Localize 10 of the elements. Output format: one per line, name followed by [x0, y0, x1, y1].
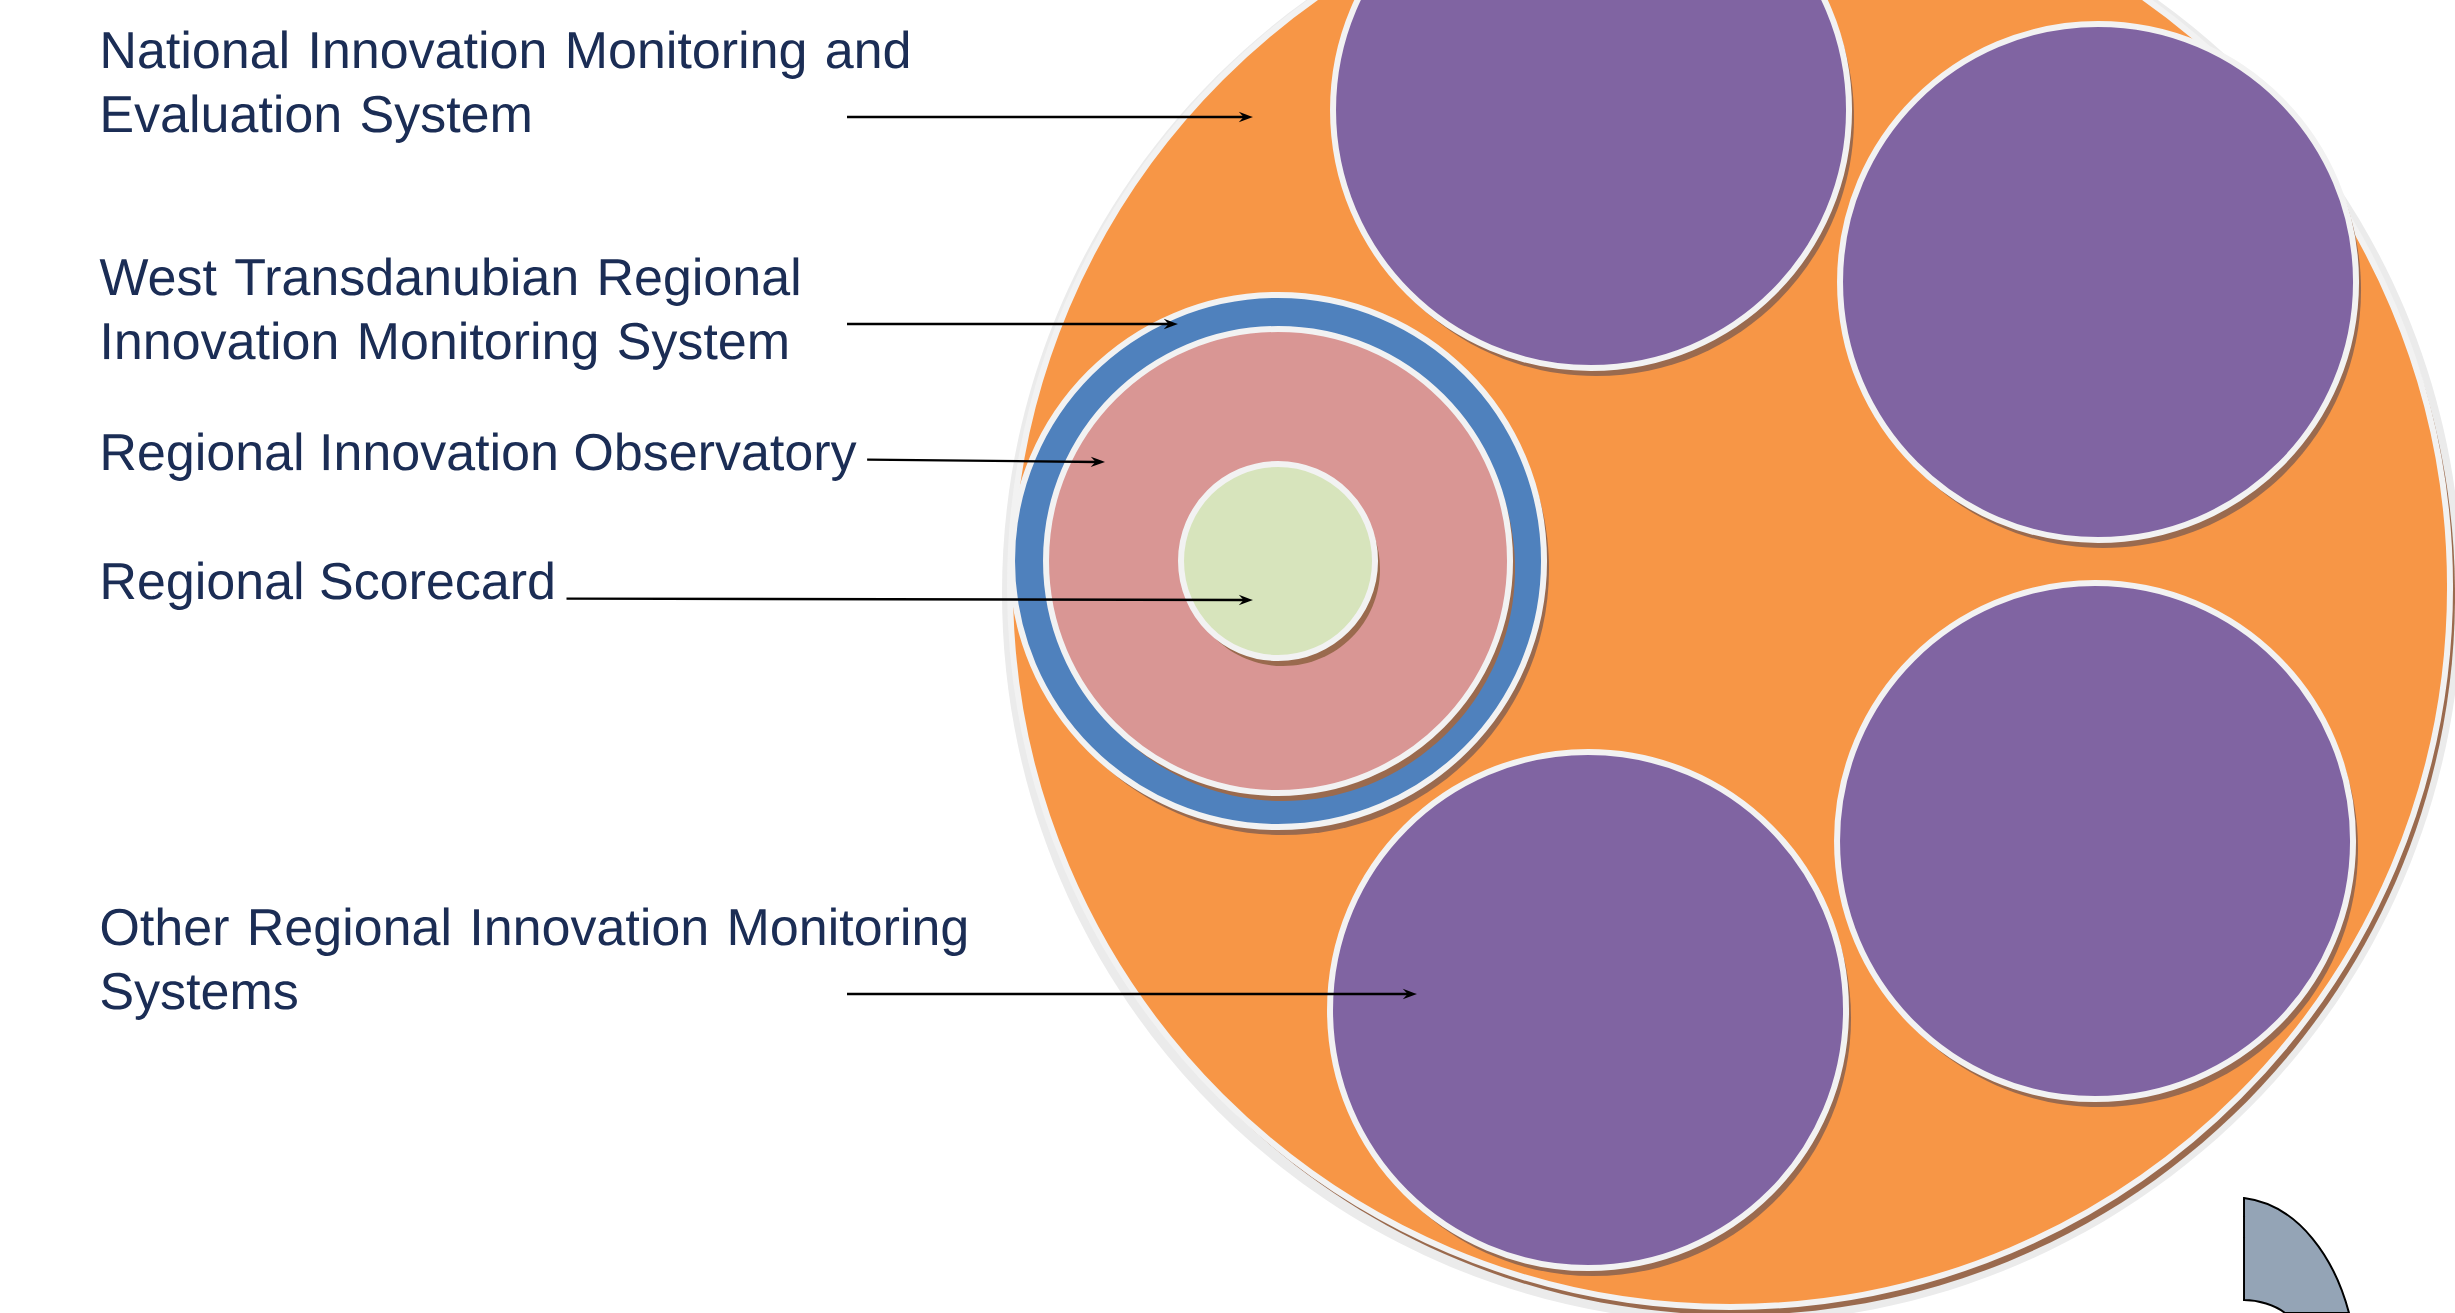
- small-circle: [1327, 749, 1852, 1276]
- label-text: Regional Innovation Observatory: [103, 432, 857, 481]
- label-text: West Transdanubian Regional Innovation Monitoring System: [99, 257, 799, 370]
- small-circle: [1834, 580, 2359, 1107]
- label-text: Regional Scorecard: [103, 561, 553, 610]
- small-circle: [1330, 0, 1854, 376]
- small-circle: [1837, 21, 2362, 548]
- label-text: Other Regional Innovation Monitoring Systems: [101, 907, 966, 1020]
- core-circle: [1178, 461, 1380, 666]
- label-text: National Innovation Monitoring and Evaluation System: [103, 30, 909, 143]
